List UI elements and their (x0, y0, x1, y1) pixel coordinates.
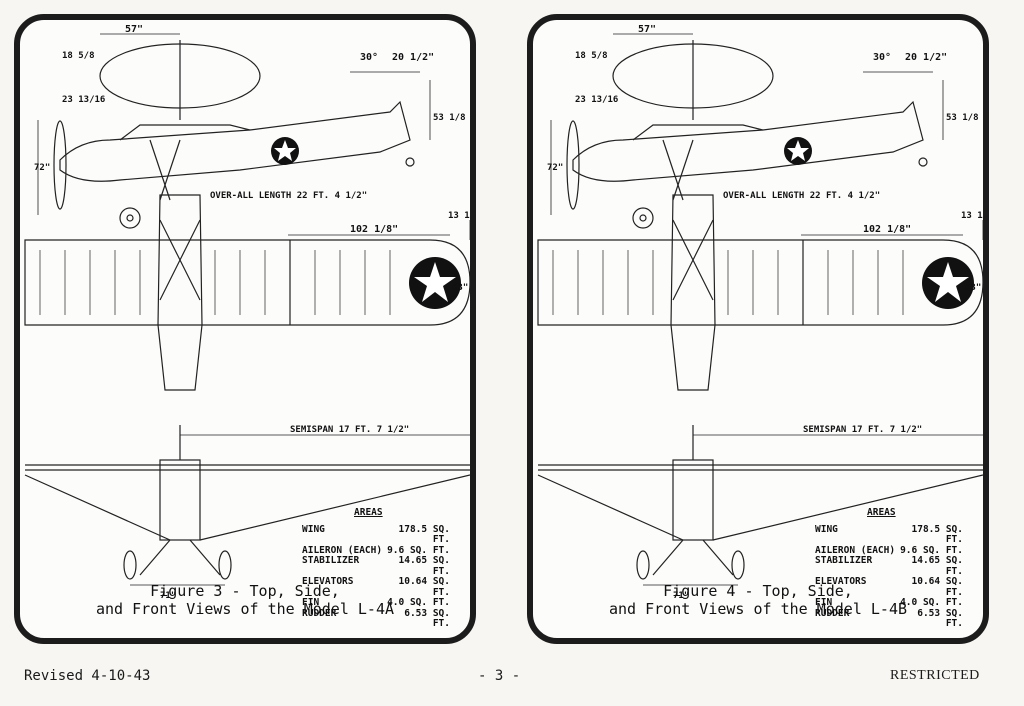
fuselage-side (59, 100, 411, 182)
figure-4-panel: 57" 30° 20 1/2" 18 5/8 23 13/16 53 1/8 7… (527, 14, 989, 644)
dim-13: 13 1/2" (961, 211, 983, 221)
dim-semispan: SEMISPAN 17 FT. 7 1/2" (803, 425, 922, 435)
dim-63: 63" (965, 283, 981, 293)
area-row: AILERON (EACH)9.6 SQ. FT. (302, 544, 450, 556)
front-left-wheel (123, 550, 137, 580)
dim-18: 18 5/8 (575, 51, 608, 61)
dim-53: 53 1/8 (946, 113, 979, 123)
main-wheel (632, 207, 654, 229)
dim-72: 72" (34, 163, 50, 173)
propeller-side (53, 120, 67, 210)
dim-overall-length: OVER-ALL LENGTH 22 FT. 4 1/2" (723, 191, 880, 201)
dim-63: 63" (452, 283, 468, 293)
dim-20: 20 1/2" (392, 52, 434, 63)
dim-23: 23 13/16 (575, 95, 618, 105)
caption-line-2: and Front Views of the Model L-4A (95, 600, 394, 618)
caption-line-1: Figure 4 - Top, Side, (663, 582, 853, 600)
areas-title: AREAS (354, 507, 383, 518)
dim-13: 13 1/2" (448, 211, 470, 221)
fuselage-side (572, 100, 924, 182)
dim-semispan: SEMISPAN 17 FT. 7 1/2" (290, 425, 409, 435)
dim-57: 57" (125, 24, 143, 35)
front-view-fuselage (672, 459, 714, 541)
wing-planform (24, 239, 470, 326)
area-row: AILERON (EACH)9.6 SQ. FT. (815, 544, 963, 556)
dim-30deg: 30° (873, 52, 891, 63)
front-view-fuselage (159, 459, 201, 541)
dim-20: 20 1/2" (905, 52, 947, 63)
front-right-wheel (731, 550, 745, 580)
dim-53: 53 1/8 (433, 113, 466, 123)
page-number: - 3 - (478, 668, 521, 684)
three-view-drawing: 57" 30° 20 1/2" 18 5/8 23 13/16 53 1/8 7… (537, 24, 983, 601)
main-wheel (119, 207, 141, 229)
fuselage-top (157, 194, 203, 391)
caption-line-2: and Front Views of the Model L-4B (608, 600, 907, 618)
dim-30deg: 30° (360, 52, 378, 63)
dim-71: 71" (673, 591, 689, 601)
dim-23: 23 13/16 (62, 95, 105, 105)
figure-caption: Figure 4 - Top, Side, and Front Views of… (533, 582, 983, 618)
front-left-wheel (636, 550, 650, 580)
dim-57: 57" (638, 24, 656, 35)
dim-71: 71" (160, 591, 176, 601)
dim-102: 102 1/8" (350, 224, 398, 235)
propeller-side (566, 120, 580, 210)
dim-102: 102 1/8" (863, 224, 911, 235)
wing-planform (537, 239, 983, 326)
restricted-marking: RESTRICTED (890, 668, 980, 683)
three-view-drawing: 57" 30° 20 1/2" 18 5/8 23 13/16 53 1/8 7… (24, 24, 470, 601)
dim-72: 72" (547, 163, 563, 173)
areas-title: AREAS (867, 507, 896, 518)
revision-date: Revised 4-10-43 (24, 668, 151, 684)
front-right-wheel (218, 550, 232, 580)
dim-18: 18 5/8 (62, 51, 95, 61)
figure-caption: Figure 3 - Top, Side, and Front Views of… (20, 582, 470, 618)
figure-3-panel: 57" 30° 20 1/2" 18 5/8 23 13/16 53 1/8 7… (14, 14, 476, 644)
caption-line-1: Figure 3 - Top, Side, (150, 582, 340, 600)
fuselage-top (670, 194, 716, 391)
dim-overall-length: OVER-ALL LENGTH 22 FT. 4 1/2" (210, 191, 367, 201)
